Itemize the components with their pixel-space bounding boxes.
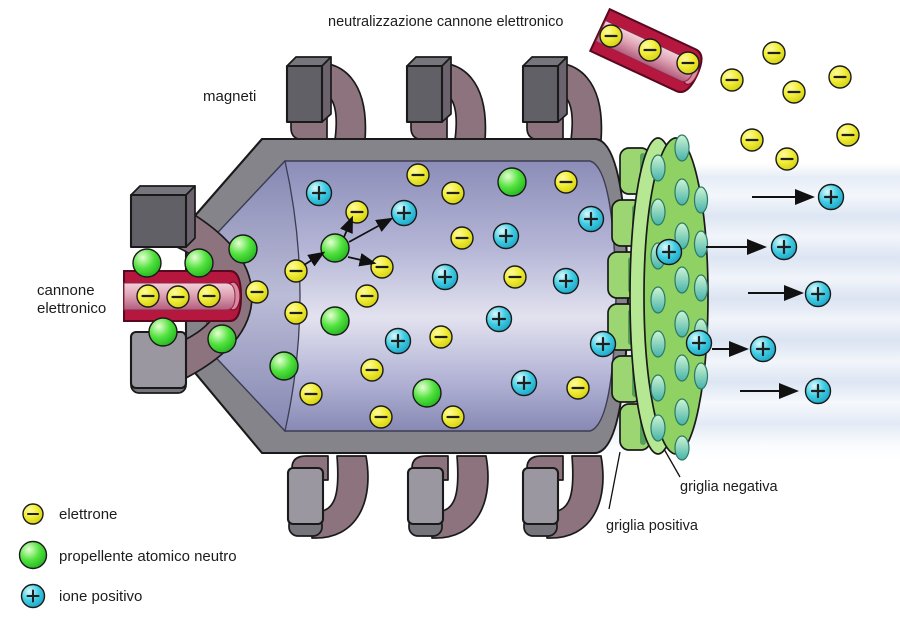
electron [136,284,160,308]
electron [599,24,623,48]
neutral-propellant [320,233,350,263]
positive-ion [577,205,605,233]
grid-positive-label: griglia positiva [606,518,699,534]
neutral-propellant [412,378,442,408]
particles-ion [305,179,845,405]
electron [740,128,764,152]
electron [345,200,369,224]
positive-ion [510,369,538,397]
legend-label: ione positivo [59,588,142,605]
electron [566,376,590,400]
electron [284,301,308,325]
legend-item-propellant: propellente atomico neutro [18,540,237,570]
electron [775,147,799,171]
electron-gun-label-line1: cannone [37,282,95,299]
electron [429,325,453,349]
legend: elettrone propellente atomico neutro ion… [18,503,237,609]
positive-ion [552,267,580,295]
electron [166,285,190,309]
legend-label: propellente atomico neutro [59,548,237,565]
electron [441,405,465,429]
grid-negative [629,134,709,461]
collision-arrow [303,251,326,267]
grid-negative-pointer [663,448,681,478]
collision-arrow [340,215,353,238]
collision-arrow [348,217,394,243]
electron [638,38,662,62]
positive-ion [804,280,832,308]
neutral-propellant [148,317,178,347]
positive-ion [384,327,412,355]
particles-electron [136,24,860,429]
propellant-symbol [18,540,48,570]
electron [197,284,221,308]
legend-item-ion: ione positivo [20,583,142,609]
positive-ion [804,377,832,405]
electron [360,358,384,382]
positive-ion [655,238,683,266]
grid-positive-pointer [608,451,621,510]
neutral-propellant [184,248,214,278]
electron [503,265,527,289]
positive-ion [305,179,333,207]
magnet-pole-side [185,185,196,248]
positive-ion [685,329,713,357]
positive-ion [749,335,777,363]
legend-label: elettrone [59,506,117,523]
neutral-propellant [207,324,237,354]
neutral-propellant [228,234,258,264]
electron [720,68,744,92]
electron [782,80,806,104]
electron [450,226,474,250]
electron [828,65,852,89]
neutral-propellant [269,351,299,381]
beam-arrows [706,189,815,399]
magnet-pole-top [129,193,188,249]
neutralizer-label: neutralizzazione cannone elettronico [328,14,563,30]
electron [355,284,379,308]
electron [369,405,393,429]
electron [836,123,860,147]
electron [554,170,578,194]
particles-propellant [132,167,527,408]
electron [299,382,323,406]
positive-ion [492,222,520,250]
neutral-propellant [320,306,350,336]
labels: neutralizzazione cannone elettronico mag… [37,14,778,534]
grid-negative-label: griglia negativa [680,479,778,495]
neutral-propellant [497,167,527,197]
magnets-label: magneti [203,88,256,105]
electron [676,51,700,75]
electron-gun-label-line2: elettronico [37,300,106,317]
electron [441,181,465,205]
collision-arrow [347,253,377,267]
electron [762,41,786,65]
electron [245,280,269,304]
neutral-propellant [132,248,162,278]
electron [370,255,394,279]
legend-item-electron: elettrone [22,503,117,525]
magnet-pole-top-face [130,185,196,196]
positive-ion [589,330,617,358]
electron [284,259,308,283]
positive-ion [390,199,418,227]
collision-arrows [303,215,394,267]
positive-ion [431,263,459,291]
electron [406,163,430,187]
positive-ion [485,305,513,333]
positive-ion [770,233,798,261]
positive-ion [817,183,845,211]
